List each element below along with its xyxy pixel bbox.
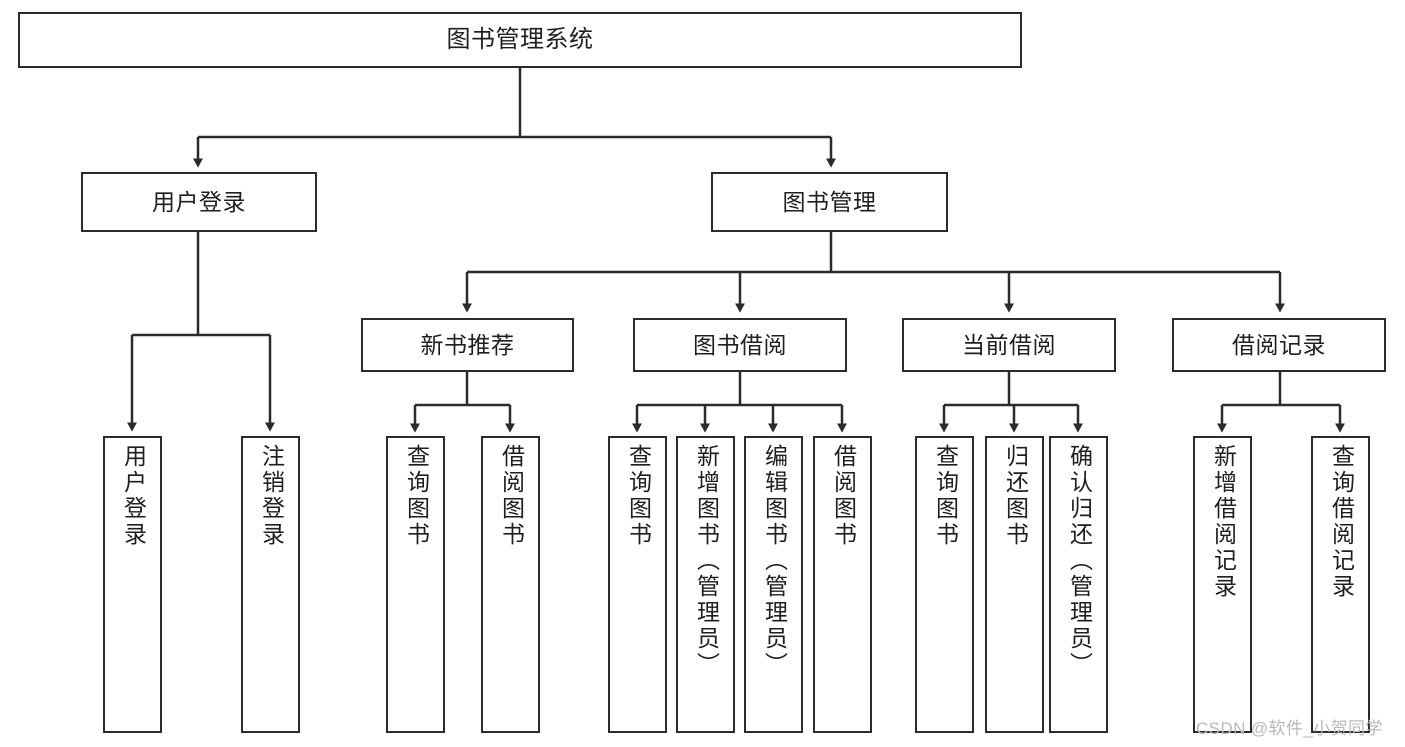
node-current-borrow[interactable]: 当前借阅 [902,318,1116,372]
leaf-return-book[interactable]: 归还图书 [985,436,1044,733]
node-label: 编辑图书（管理员） [761,444,788,678]
node-label: 注销登录 [258,444,285,548]
node-label: 查询借阅记录 [1328,444,1355,600]
node-label: 当前借阅 [962,331,1056,358]
leaf-borrow-book-recommend[interactable]: 借阅图书 [481,436,540,733]
leaf-add-borrow-record[interactable]: 新增借阅记录 [1193,436,1252,733]
node-label: 用户登录 [152,188,246,215]
node-label: 借阅图书 [498,444,525,548]
node-borrow-record[interactable]: 借阅记录 [1172,318,1386,372]
node-label: 新增借阅记录 [1210,444,1237,600]
leaf-confirm-return-admin[interactable]: 确认归还（管理员） [1049,436,1108,733]
node-new-book-recommend[interactable]: 新书推荐 [361,318,574,372]
node-label: 图书管理 [782,188,877,215]
node-label: 图书管理系统 [446,26,594,54]
leaf-borrow-book[interactable]: 借阅图书 [813,436,872,733]
watermark: CSDN @软件_小贺同学 [1196,719,1383,738]
leaf-query-book-recommend[interactable]: 查询图书 [386,436,445,733]
leaf-logout[interactable]: 注销登录 [241,436,300,733]
node-book-borrow[interactable]: 图书借阅 [633,318,847,372]
leaf-query-borrow-record[interactable]: 查询借阅记录 [1311,436,1370,733]
leaf-user-login[interactable]: 用户登录 [103,436,162,733]
node-book-management[interactable]: 图书管理 [711,172,948,232]
node-label: 新书推荐 [420,331,515,358]
leaf-query-book-current[interactable]: 查询图书 [915,436,974,733]
node-book-management-system[interactable]: 图书管理系统 [18,12,1022,68]
node-label: 查询图书 [403,444,430,548]
node-label: 新增图书（管理员） [693,444,720,678]
leaf-edit-book-admin[interactable]: 编辑图书（管理员） [744,436,803,733]
node-label: 查询图书 [932,444,959,548]
leaf-query-book-borrow[interactable]: 查询图书 [608,436,667,733]
node-label: 借阅图书 [830,444,857,548]
node-label: 借阅记录 [1232,331,1326,358]
node-label: 查询图书 [625,444,652,548]
node-label: 确认归还（管理员） [1066,444,1093,678]
node-label: 归还图书 [1002,444,1029,548]
node-label: 用户登录 [120,444,147,548]
leaf-add-book-admin[interactable]: 新增图书（管理员） [676,436,735,733]
node-user-login[interactable]: 用户登录 [81,172,317,232]
node-label: 图书借阅 [693,331,787,358]
